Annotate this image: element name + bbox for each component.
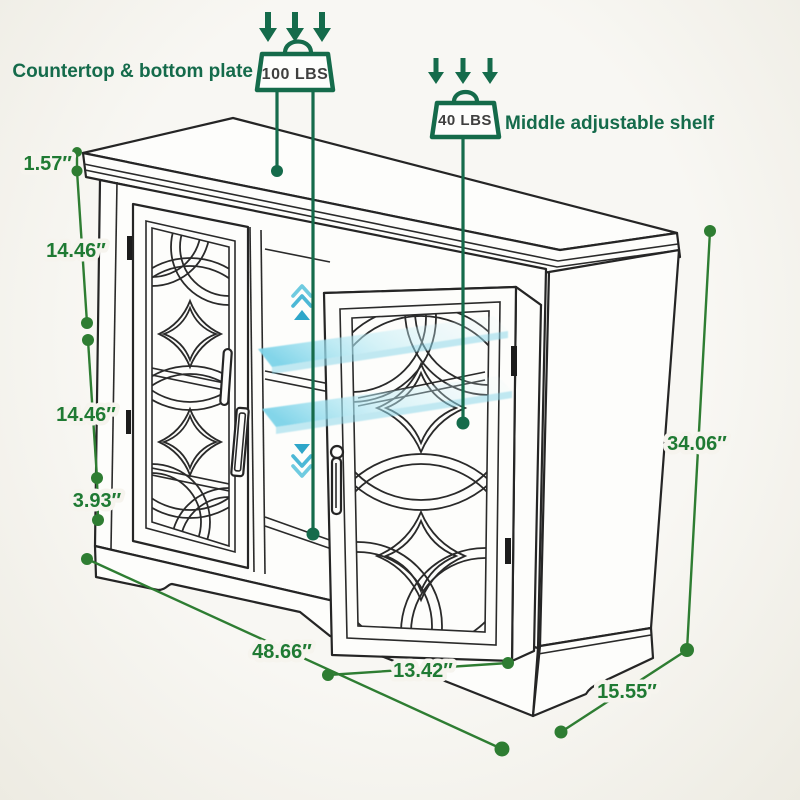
- dim-overall-depth: 15.55″: [597, 681, 657, 703]
- front-plinth: [93, 544, 540, 718]
- left-door-hinge-bottom: [126, 410, 131, 434]
- down-arrow-icon: [482, 58, 498, 84]
- right-side-panel: [538, 248, 681, 648]
- dim-overall-height: 34.06″: [667, 433, 727, 455]
- dim-door-width: 13.42″: [393, 660, 453, 682]
- open-door-hinge-bottom: [505, 538, 511, 564]
- down-arrow-icon: [286, 12, 304, 42]
- open-door-hinge-top: [511, 346, 517, 376]
- down-arrow-icon: [455, 58, 471, 84]
- weight-icon-40lbs: 40 LBS: [428, 58, 502, 140]
- adjustable-shelves: [258, 316, 512, 434]
- left-door: [126, 202, 250, 570]
- dim-upper-section-height: 14.46″: [46, 240, 106, 262]
- left-door-hinge-top: [127, 236, 132, 260]
- left-door-fretwork: [152, 228, 229, 546]
- countertop-callout-label: Countertop & bottom plate: [12, 61, 253, 82]
- down-arrow-icon: [313, 12, 331, 42]
- down-arrow-icon: [259, 12, 277, 42]
- arrow-up-stack: [291, 284, 313, 320]
- shelf-adjust-arrows: [291, 284, 313, 478]
- dim-overall-width: 48.66″: [252, 641, 312, 663]
- adjustable-shelf-lower: [262, 376, 512, 434]
- capacity-callouts: 100 LBS Countertop & bottom plate 40 LBS…: [12, 12, 715, 541]
- capacity-100lbs: 100 LBS: [262, 66, 329, 83]
- shelf-callout-label: Middle adjustable shelf: [505, 113, 715, 134]
- left-door-pull-handle: [219, 347, 233, 407]
- capacity-40lbs: 40 LBS: [438, 112, 492, 129]
- down-arrow-icon: [428, 58, 444, 84]
- dim-base-height: 3.93″: [73, 490, 122, 512]
- dim-countertop-thickness: 1.57″: [23, 153, 72, 175]
- left-door-bar-handle: [230, 406, 250, 478]
- weight-icon-100lbs: 100 LBS: [254, 12, 336, 93]
- adjustable-shelf-upper: [258, 316, 508, 374]
- dim-lower-section-height: 14.46″: [56, 404, 116, 426]
- arrow-down-stack: [291, 444, 313, 478]
- cabinet-drawing: [81, 116, 682, 718]
- open-door-handle: [329, 444, 345, 516]
- dimension-annotations: 1.57″ 14.46″ 14.46″ 3.93″ 34.06″ 48.66″ …: [19, 147, 732, 757]
